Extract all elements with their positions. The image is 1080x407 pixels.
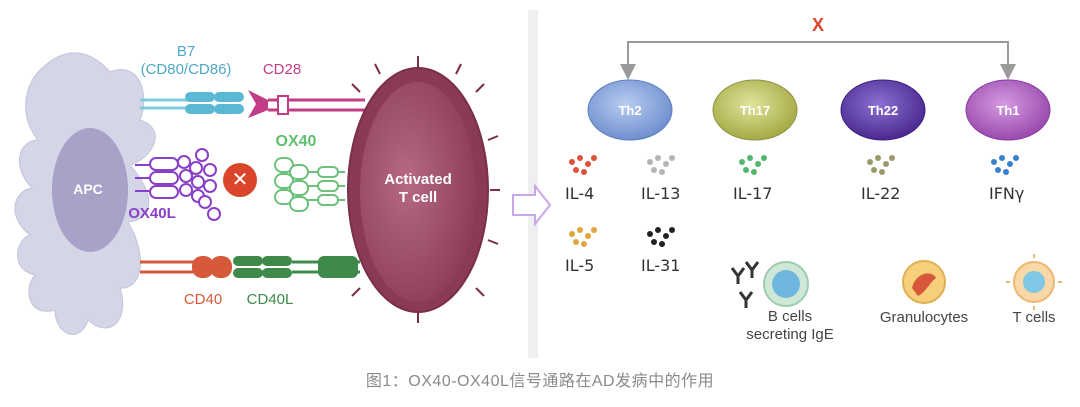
il5-dots (569, 227, 597, 247)
cytokine-il13: IL-13 (641, 184, 681, 203)
il4-dots (569, 155, 597, 175)
th22-cell (840, 79, 926, 141)
block-icon (223, 163, 257, 197)
th1-cell (965, 79, 1051, 141)
block-symbol: ✕ (231, 169, 249, 191)
apc-cell (14, 52, 156, 335)
th2-cell (587, 79, 673, 141)
il22-dots (867, 155, 895, 175)
cd40-label: CD40 (183, 291, 223, 308)
granulocyte (902, 260, 946, 304)
b-cell (763, 261, 809, 307)
cd28-label: CD28 (262, 61, 302, 78)
tcell-label-line2: T cell (398, 189, 438, 206)
cytokine-il17: IL-17 (733, 184, 773, 203)
activated-t-cell (347, 56, 500, 323)
figure-caption: 图1：OX40-OX40L信号通路在AD发病中的作用 (365, 373, 715, 390)
transition-arrow (512, 183, 552, 227)
th17-label: Th17 (739, 103, 771, 118)
panel-divider (528, 10, 538, 358)
th22-label: Th22 (867, 103, 899, 118)
th17-cell (712, 79, 798, 141)
il17-dots (739, 155, 767, 175)
small-t-cell (1006, 254, 1062, 310)
inhibition-mark: X (811, 15, 825, 35)
ox40l-molecule (135, 148, 221, 221)
apc-nucleus (52, 128, 128, 252)
ox40-label: OX40 (275, 133, 317, 150)
b7-cd28-pair (140, 90, 365, 118)
b7-sub-label: (CD80/CD86) (140, 61, 232, 78)
b7-label: B7 (176, 43, 196, 60)
ige-antibody-icons (730, 261, 760, 308)
tcell-label-line1: Activated (384, 171, 452, 188)
ox40-molecule (274, 157, 345, 212)
il31-dots (647, 227, 675, 247)
bcell-label-line2: secreting IgE (746, 326, 834, 343)
ifng-dots (991, 155, 1019, 175)
cytokine-il31: IL-31 (641, 256, 681, 275)
bcell-label-line1: B cells (767, 308, 813, 325)
cd40l-label: CD40L (246, 291, 294, 308)
th1-label: Th1 (996, 103, 1020, 118)
th2-label: Th2 (618, 103, 642, 118)
cytokine-ifng: IFNγ (989, 184, 1025, 203)
il13-dots (647, 155, 675, 175)
cytokine-il4: IL-4 (565, 184, 595, 203)
cytokine-il5: IL-5 (565, 256, 595, 275)
ox40l-label: OX40L (128, 205, 176, 222)
tcells-label: T cells (1012, 309, 1056, 326)
inhibition-bracket (620, 41, 1016, 80)
apc-label: APC (73, 181, 103, 197)
granulocytes-label: Granulocytes (879, 309, 969, 326)
cytokine-il22: IL-22 (861, 184, 901, 203)
cd40-cd40l-pair (140, 256, 360, 278)
